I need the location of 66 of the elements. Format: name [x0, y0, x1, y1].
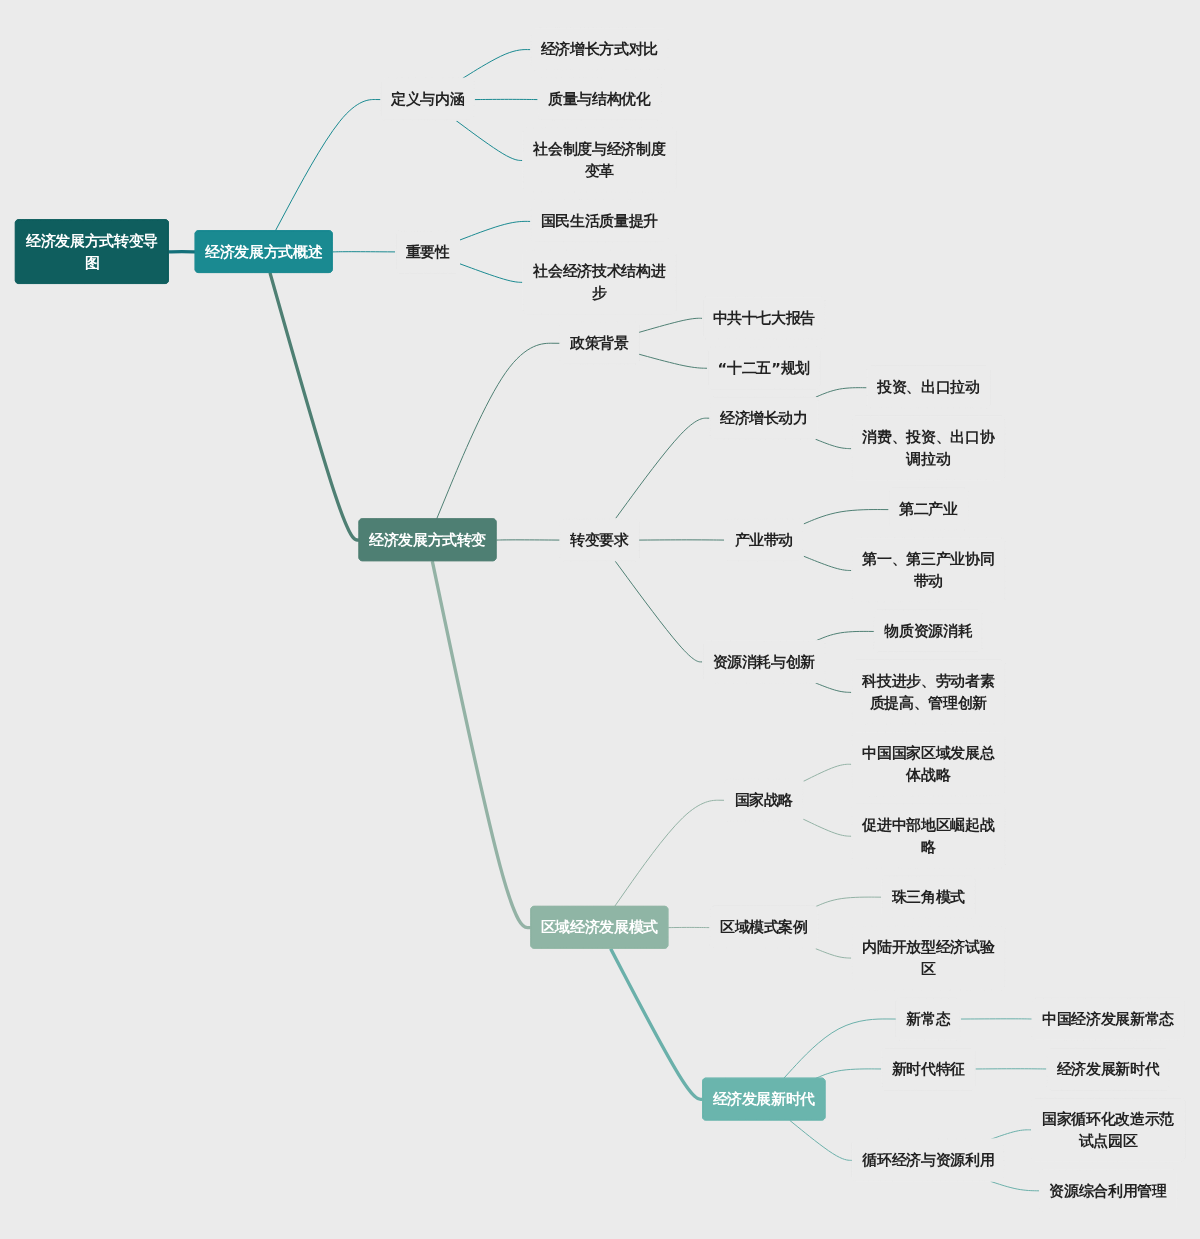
node-text: 物质资源消耗 [884, 622, 973, 640]
node-text: 科技进步、劳动者素质提高、管理创新 [862, 672, 995, 711]
connector [268, 272, 360, 542]
connector [638, 317, 704, 333]
connector [802, 508, 890, 525]
node-text: 重要性 [405, 242, 450, 260]
node-text: 国民生活质量提升 [540, 212, 658, 230]
node-text: 消费、投资、出口协调拉动 [862, 428, 995, 468]
node-text: 投资、出口拉动 [877, 378, 980, 396]
node-text: 新时代特征 [891, 1059, 965, 1077]
node-text: 经济发展新时代 [1056, 1059, 1160, 1077]
connector [474, 98, 539, 100]
node-text: 区域模式案例 [719, 918, 808, 936]
connector [802, 555, 853, 571]
node-text: 国家循环化改造示范试点园区 [1042, 1109, 1175, 1149]
connector [974, 1067, 1048, 1070]
node-text: 产业带动 [734, 531, 794, 548]
node-text: 转变要求 [570, 531, 629, 548]
node-text: 质量与结构优化 [548, 90, 651, 108]
connector [455, 119, 524, 161]
connector [802, 763, 853, 782]
connector [783, 1018, 898, 1079]
connector [614, 560, 704, 663]
connector [614, 417, 711, 520]
connector [459, 220, 532, 241]
node-text: 循环经济与资源利用 [862, 1151, 995, 1168]
node-text: 经济增长动力 [719, 409, 808, 426]
connector [814, 947, 853, 959]
connector [459, 262, 524, 283]
connector [274, 98, 382, 231]
connector [960, 1017, 1033, 1020]
node-text: 新常态 [906, 1009, 951, 1027]
connector [609, 947, 703, 1101]
connector [436, 342, 561, 520]
node-text: “十二五”规划 [717, 359, 811, 376]
connector [430, 560, 532, 929]
connector [638, 538, 726, 541]
node-text: 中国国家区域发展总体战略 [862, 744, 995, 783]
connector [814, 438, 853, 449]
node-text: 定义与内涵 [390, 90, 465, 108]
node-text: 中国经济发展新常态 [1042, 1009, 1175, 1027]
node-text: 社会制度与经济制度变革 [533, 140, 666, 180]
connector [814, 386, 868, 398]
node-text: 第一、第三产业协同带动 [862, 550, 995, 590]
node-text: 经济增长方式对比 [540, 40, 658, 58]
node-text: 第二产业 [898, 500, 958, 518]
connector [168, 249, 196, 254]
node-text: 社会经济技术结构进步 [533, 262, 666, 301]
connector [667, 926, 711, 928]
connector [814, 896, 883, 907]
connector [495, 538, 561, 541]
node-text: 促进中部地区崛起战略 [862, 816, 995, 855]
connector [332, 250, 397, 252]
connector [815, 682, 853, 693]
connector [990, 1180, 1041, 1191]
node-text: 中共十七大报告 [712, 309, 816, 326]
connector [638, 353, 709, 369]
node-text: 资源综合利用管理 [1049, 1181, 1167, 1199]
node-text: 国家战略 [734, 791, 794, 808]
node-text: 内陆开放型经济试验区 [862, 938, 995, 977]
connector [613, 799, 726, 907]
connector [789, 1119, 854, 1161]
connector [802, 818, 853, 837]
node-text: 政策背景 [570, 334, 629, 351]
node-text: 珠三角模式 [891, 888, 965, 905]
node-text: 资源消耗与创新 [712, 652, 816, 670]
